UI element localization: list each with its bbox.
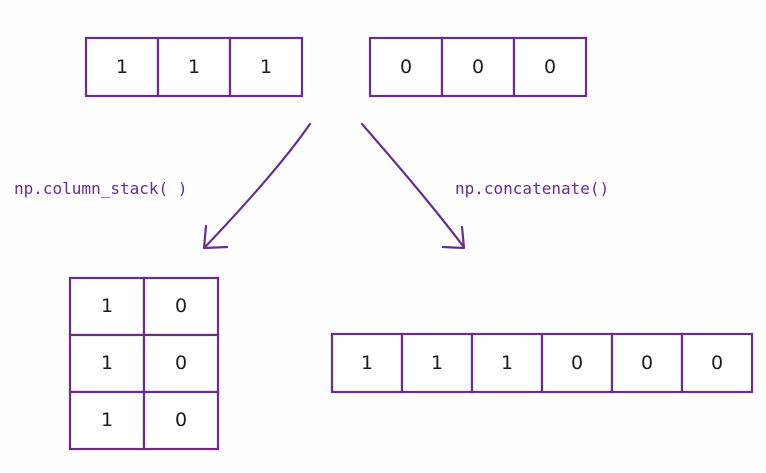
input-ones-cell: 1 <box>228 36 304 98</box>
input-zeros-cell-box <box>512 36 588 98</box>
arrow-concatenate-shaft <box>360 122 465 248</box>
concat-cell-box <box>680 332 754 394</box>
input-ones-cell: 1 <box>84 36 160 98</box>
input-zeros-cell: 0 <box>368 36 444 98</box>
arrow-concatenate-head <box>441 225 466 250</box>
output-column-stack-grid: 1 0 1 0 1 0 <box>68 276 220 451</box>
grid-cell-value: 0 <box>175 295 187 317</box>
grid-row: 1 0 <box>68 333 220 394</box>
concat-cell-box <box>610 332 684 394</box>
grid-cell-box <box>68 390 146 451</box>
output-concatenate-row: 1 1 1 0 0 0 <box>330 332 754 394</box>
input-ones-cell-box <box>228 36 304 98</box>
input-ones-cell-value: 1 <box>116 56 128 78</box>
grid-cell-box <box>68 276 146 337</box>
concatenate-label: np.concatenate() <box>455 179 609 198</box>
input-zeros-cell: 0 <box>440 36 516 98</box>
grid-cell-value: 1 <box>101 352 113 374</box>
input-zeros-cell-box <box>440 36 516 98</box>
concat-cell-value: 0 <box>641 352 653 374</box>
grid-row: 1 0 <box>68 276 220 337</box>
input-ones-cell-box <box>156 36 232 98</box>
concat-cell-value: 0 <box>711 352 723 374</box>
arrow-column-stack-head <box>202 224 229 250</box>
grid-cell-box <box>142 390 220 451</box>
concat-cell-value: 1 <box>361 352 373 374</box>
concat-cell-value: 1 <box>431 352 443 374</box>
concat-cell-value: 0 <box>571 352 583 374</box>
input-zeros-cell-value: 0 <box>472 56 484 78</box>
arrow-column-stack-shaft <box>204 122 312 248</box>
grid-cell-value: 1 <box>101 295 113 317</box>
input-zeros-cell-value: 0 <box>400 56 412 78</box>
arrow-column-stack <box>202 122 312 250</box>
input-ones-cell-value: 1 <box>260 56 272 78</box>
input-zeros-cell-value: 0 <box>544 56 556 78</box>
concat-cell-box <box>540 332 614 394</box>
input-ones-cell-value: 1 <box>188 56 200 78</box>
grid-cell-value: 0 <box>175 352 187 374</box>
input-array-ones: 1 1 1 <box>84 36 304 98</box>
column-stack-label: np.column_stack( ) <box>14 179 187 198</box>
concat-cell-box <box>470 332 544 394</box>
input-array-zeros: 0 0 0 <box>368 36 588 98</box>
grid-cell-value: 0 <box>175 409 187 431</box>
input-zeros-cell: 0 <box>512 36 588 98</box>
input-ones-cell-box <box>84 36 160 98</box>
concat-cell-value: 1 <box>501 352 513 374</box>
input-ones-cell: 1 <box>156 36 232 98</box>
grid-cell-value: 1 <box>101 409 113 431</box>
concat-cell-box <box>400 332 474 394</box>
arrow-concatenate <box>360 122 466 250</box>
grid-row: 1 0 <box>68 390 220 451</box>
